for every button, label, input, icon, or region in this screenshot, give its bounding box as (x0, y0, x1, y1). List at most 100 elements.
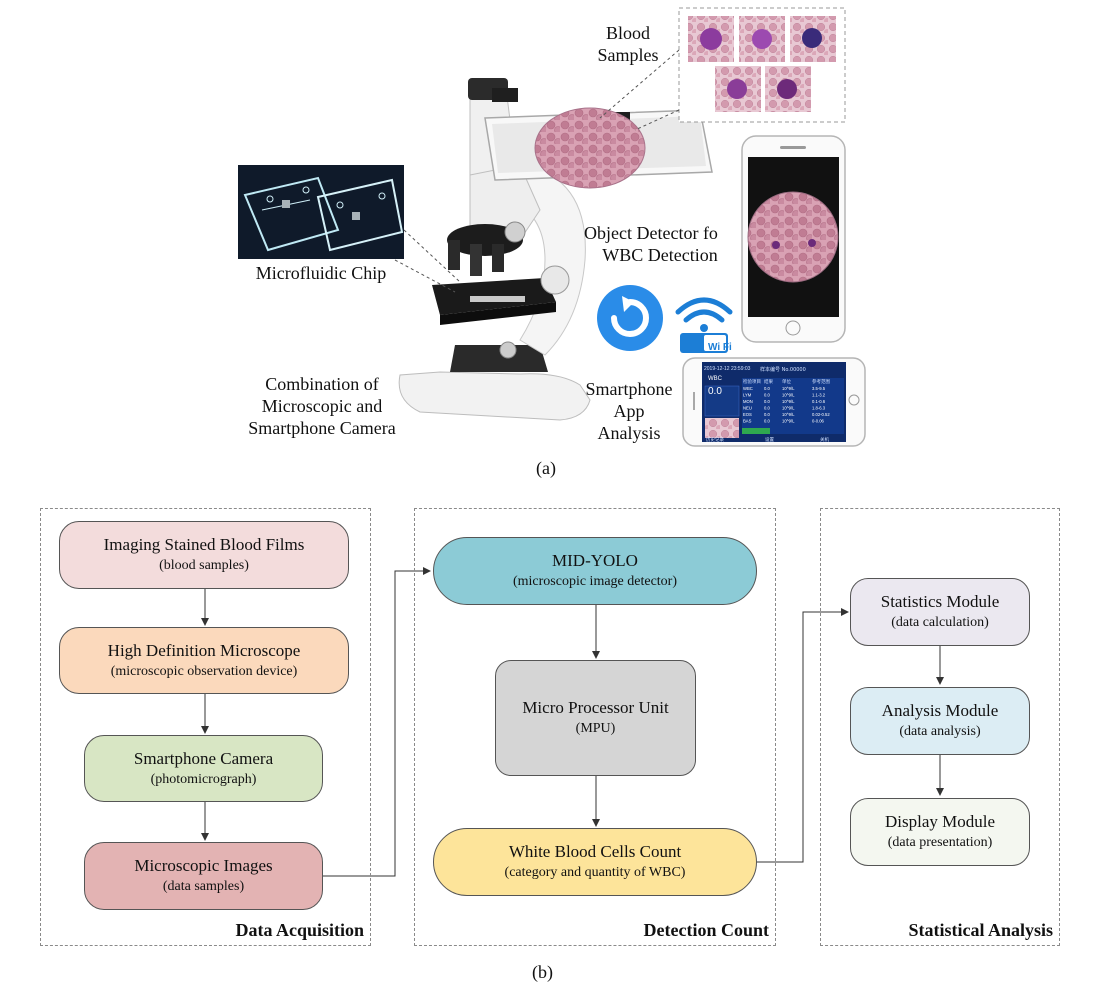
app-result-cell: 1.8-6.3 (812, 406, 826, 411)
app-result-cell: 0.0 (764, 386, 770, 391)
node-subtitle: (data analysis) (899, 724, 981, 739)
node-subtitle: (category and quantity of WBC) (504, 865, 686, 880)
node-subtitle: (microscopic image detector) (512, 574, 678, 589)
node-smartphone-camera: Smartphone Camera (photomicrograph) (84, 735, 323, 802)
label-object-detector-line-2: WBC Detection (602, 245, 718, 265)
caption-b: (b) (532, 962, 553, 982)
label-combination-line-3: Smartphone Camera (248, 418, 396, 438)
node-subtitle: (blood samples) (159, 558, 249, 573)
app-col-0: 检验项目 (743, 378, 761, 385)
app-result-cell: 0.0 (764, 412, 770, 417)
app-result-cell: EOS (743, 412, 752, 417)
node-title: Microscopic Images (134, 856, 273, 875)
app-header-time: 2019-12-12 23:59:03 (704, 366, 751, 372)
app-result-cell: 0.0 (764, 399, 770, 404)
horizontal-smartphone (682, 357, 866, 447)
app-result-cell: 10^9/L (782, 386, 795, 391)
panel-title-statistical: Statistical Analysis (908, 920, 1053, 940)
label-blood-samples-line-1: Blood (605, 23, 650, 43)
node-mid-yolo: MID-YOLO (microscopic image detector) (433, 537, 757, 605)
app-result-cell: WBC (743, 386, 753, 391)
app-result-cell: 10^9/L (782, 393, 795, 398)
app-footer-2: 关机 (820, 436, 829, 443)
panel-data-acquisition: Data Acquisition (40, 508, 371, 946)
node-subtitle: (photomicrograph) (150, 771, 257, 787)
mounted-smartphone (484, 107, 713, 189)
app-result-cell: BAS (743, 419, 752, 424)
wifi-icon (675, 297, 733, 353)
app-result-cell: 0.1-0.6 (812, 399, 826, 404)
app-wbc-title: WBC (708, 376, 723, 382)
node-title: High Definition Microscope (107, 640, 301, 660)
refresh-icon (597, 285, 663, 351)
label-combination-line-2: Microscopic and (261, 396, 383, 416)
app-result-cell: NEU (743, 406, 752, 411)
caption-a: (a) (536, 458, 556, 478)
label-app-analysis-line-3: Analysis (597, 423, 661, 443)
node-analysis-module: Analysis Module (data analysis) (850, 687, 1030, 755)
node-imaging-stained-blood-films: Imaging Stained Blood Films (blood sampl… (59, 521, 349, 589)
node-subtitle: (data presentation) (887, 835, 993, 850)
app-result-cell: 0.0 (764, 406, 770, 411)
app-result-cell: 10^9/L (782, 412, 795, 417)
label-object-detector-line-1: Object Detector fo (584, 223, 718, 243)
app-result-cell: 1.1-3.2 (812, 393, 826, 398)
label-blood-samples: Blood Samples (588, 22, 668, 66)
label-combination: Combination of Microscopic and Smartphon… (232, 373, 412, 439)
app-result-cell: 0-0.06 (812, 419, 825, 424)
node-microscopic-images: Microscopic Images (data samples) (84, 842, 323, 910)
node-display-module: Display Module (data presentation) (850, 798, 1030, 866)
microscope-illustration (398, 78, 591, 421)
microfluidic-chip-image (238, 165, 461, 293)
node-title: Micro Processor Unit (522, 698, 669, 717)
app-result-cell: 0.02-0.52 (812, 412, 830, 417)
label-microfluidic-chip: Microfluidic Chip (255, 263, 387, 283)
app-result-cell: 0.0 (764, 393, 770, 398)
arrow-acq-to-detect (323, 567, 431, 877)
label-object-detector: Object Detector fo WBC Detection (584, 222, 736, 266)
label-app-analysis-line-1: Smartphone (585, 379, 673, 399)
node-subtitle: (data samples) (162, 879, 245, 894)
node-title: Imaging Stained Blood Films (103, 535, 305, 554)
node-title: Analysis Module (881, 701, 999, 720)
panel-title-acquisition: Data Acquisition (235, 920, 364, 940)
node-subtitle: (data calculation) (891, 615, 989, 630)
node-micro-processor-unit: Micro Processor Unit (MPU) (495, 660, 696, 776)
wifi-badge-text: Wi Fi (708, 342, 732, 353)
node-title: White Blood Cells Count (508, 842, 682, 861)
panel-statistical-analysis: Statistical Analysis (820, 508, 1060, 946)
node-title: Smartphone Camera (133, 748, 274, 768)
label-app-analysis: Smartphone App Analysis (574, 378, 684, 444)
node-title: Statistics Module (880, 592, 1000, 611)
arrow-det-to-stats (757, 608, 849, 863)
node-subtitle: (MPU) (575, 721, 616, 736)
label-combination-line-1: Combination of (265, 374, 379, 394)
app-result-cell: 3.5-9.5 (812, 386, 826, 391)
app-footer-0: 历史记录 (706, 436, 724, 443)
panel-title-detection: Detection Count (643, 920, 769, 940)
app-col-3: 参考范围 (812, 378, 830, 385)
node-statistics-module: Statistics Module (data calculation) (850, 578, 1030, 646)
app-col-2: 单位 (782, 378, 791, 385)
node-high-definition-microscope: High Definition Microscope (microscopic … (59, 627, 349, 694)
app-col-1: 结果 (764, 378, 773, 385)
app-result-cell: 10^9/L (782, 419, 795, 424)
label-app-analysis-line-2: App (613, 401, 645, 421)
node-subtitle: (microscopic observation device) (110, 663, 298, 679)
app-result-cell: 0.0 (764, 419, 770, 424)
label-blood-samples-line-2: Samples (597, 45, 659, 65)
node-title: Display Module (884, 812, 996, 831)
app-result-cell: LYM (743, 393, 752, 398)
app-wbc-value: 0.0 (708, 386, 722, 397)
panel-detection-count: Detection Count (414, 508, 776, 946)
app-result-cell: 10^9/L (782, 406, 795, 411)
blood-samples-box (599, 7, 846, 131)
node-white-blood-cells-count: White Blood Cells Count (category and qu… (433, 828, 757, 896)
app-footer-1: 设置 (765, 436, 774, 443)
app-result-cell: 10^9/L (782, 399, 795, 404)
node-title: MID-YOLO (552, 551, 638, 570)
vertical-smartphone (741, 135, 846, 343)
illustration-panel-a: 2019-12-12 23:59:03 WBC 0.0 样本编号 No.0000… (238, 7, 866, 447)
